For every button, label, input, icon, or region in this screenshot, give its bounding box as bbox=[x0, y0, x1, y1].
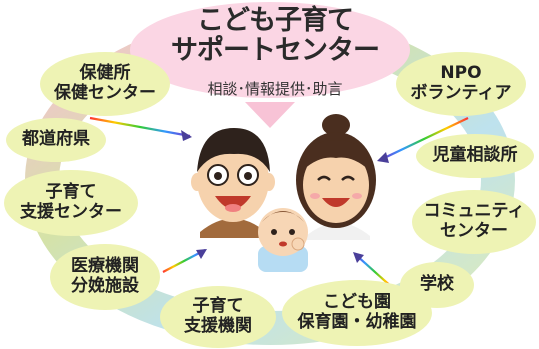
node-hoken-line2: 保健センター bbox=[54, 83, 156, 103]
father-figure bbox=[191, 128, 275, 238]
arrow-from-todofuken bbox=[89, 116, 191, 138]
node-npo-line2: ボランティア bbox=[410, 83, 512, 103]
node-jido: 児童相談所 bbox=[416, 134, 534, 178]
center-title-line1: こども子育て bbox=[197, 5, 354, 36]
mother-figure bbox=[296, 114, 376, 240]
arrow-from-npo bbox=[379, 117, 469, 161]
node-community: コミュニティ センター bbox=[412, 190, 536, 254]
baby-figure bbox=[258, 208, 308, 272]
arrows bbox=[89, 116, 469, 291]
center-title-line2: サポートセンター bbox=[171, 35, 380, 67]
node-hoken-line1: 保健所 bbox=[79, 63, 131, 84]
node-kodomoen-line2: 保育園・幼稚園 bbox=[297, 312, 417, 332]
node-kosodate-shien-line2: 支援センター bbox=[20, 202, 122, 222]
node-kosodate-kikan-line2: 支援機関 bbox=[184, 316, 252, 336]
arrow-head-todofuken bbox=[181, 130, 192, 141]
node-kosodate-shien-line1: 子育て bbox=[45, 182, 97, 203]
node-iryo-line2: 分娩施設 bbox=[71, 276, 139, 296]
node-kodomoen-line1: こども園 bbox=[323, 292, 391, 313]
arrow-from-iryo bbox=[162, 249, 206, 273]
title-cloud bbox=[130, 2, 410, 98]
node-npo-line1: NPO bbox=[440, 63, 482, 84]
node-jido-label: 児童相談所 bbox=[432, 145, 518, 166]
node-npo: NPO ボランティア bbox=[396, 52, 526, 116]
node-hoken: 保健所 保健センター bbox=[40, 52, 170, 116]
center-title: こども子育て サポートセンター bbox=[150, 5, 400, 67]
node-todofuken: 都道府県 bbox=[6, 118, 106, 162]
family-illustration bbox=[191, 114, 376, 272]
node-iryo-line1: 医療機関 bbox=[71, 256, 139, 277]
node-kodomoen: こども園 保育園・幼稚園 bbox=[282, 280, 432, 346]
arrow-head-gakko bbox=[353, 252, 364, 263]
node-community-line1: コミュニティ bbox=[423, 201, 525, 222]
center-subtitle: 相談･情報提供･助言 bbox=[207, 80, 343, 98]
node-iryo: 医療機関 分娩施設 bbox=[50, 244, 160, 310]
node-todofuken-label: 都道府県 bbox=[22, 129, 90, 150]
node-kosodate-kikan: 子育て 支援機関 bbox=[160, 286, 276, 348]
node-kosodate-shien: 子育て 支援センター bbox=[4, 170, 138, 236]
node-kosodate-kikan-line1: 子育て bbox=[192, 296, 244, 317]
down-arrow bbox=[245, 102, 295, 128]
arrow-head-iryo bbox=[196, 249, 207, 259]
arrow-head-npo bbox=[377, 152, 389, 163]
node-community-line2: センター bbox=[440, 221, 508, 241]
node-gakko-label: 学校 bbox=[420, 274, 454, 295]
